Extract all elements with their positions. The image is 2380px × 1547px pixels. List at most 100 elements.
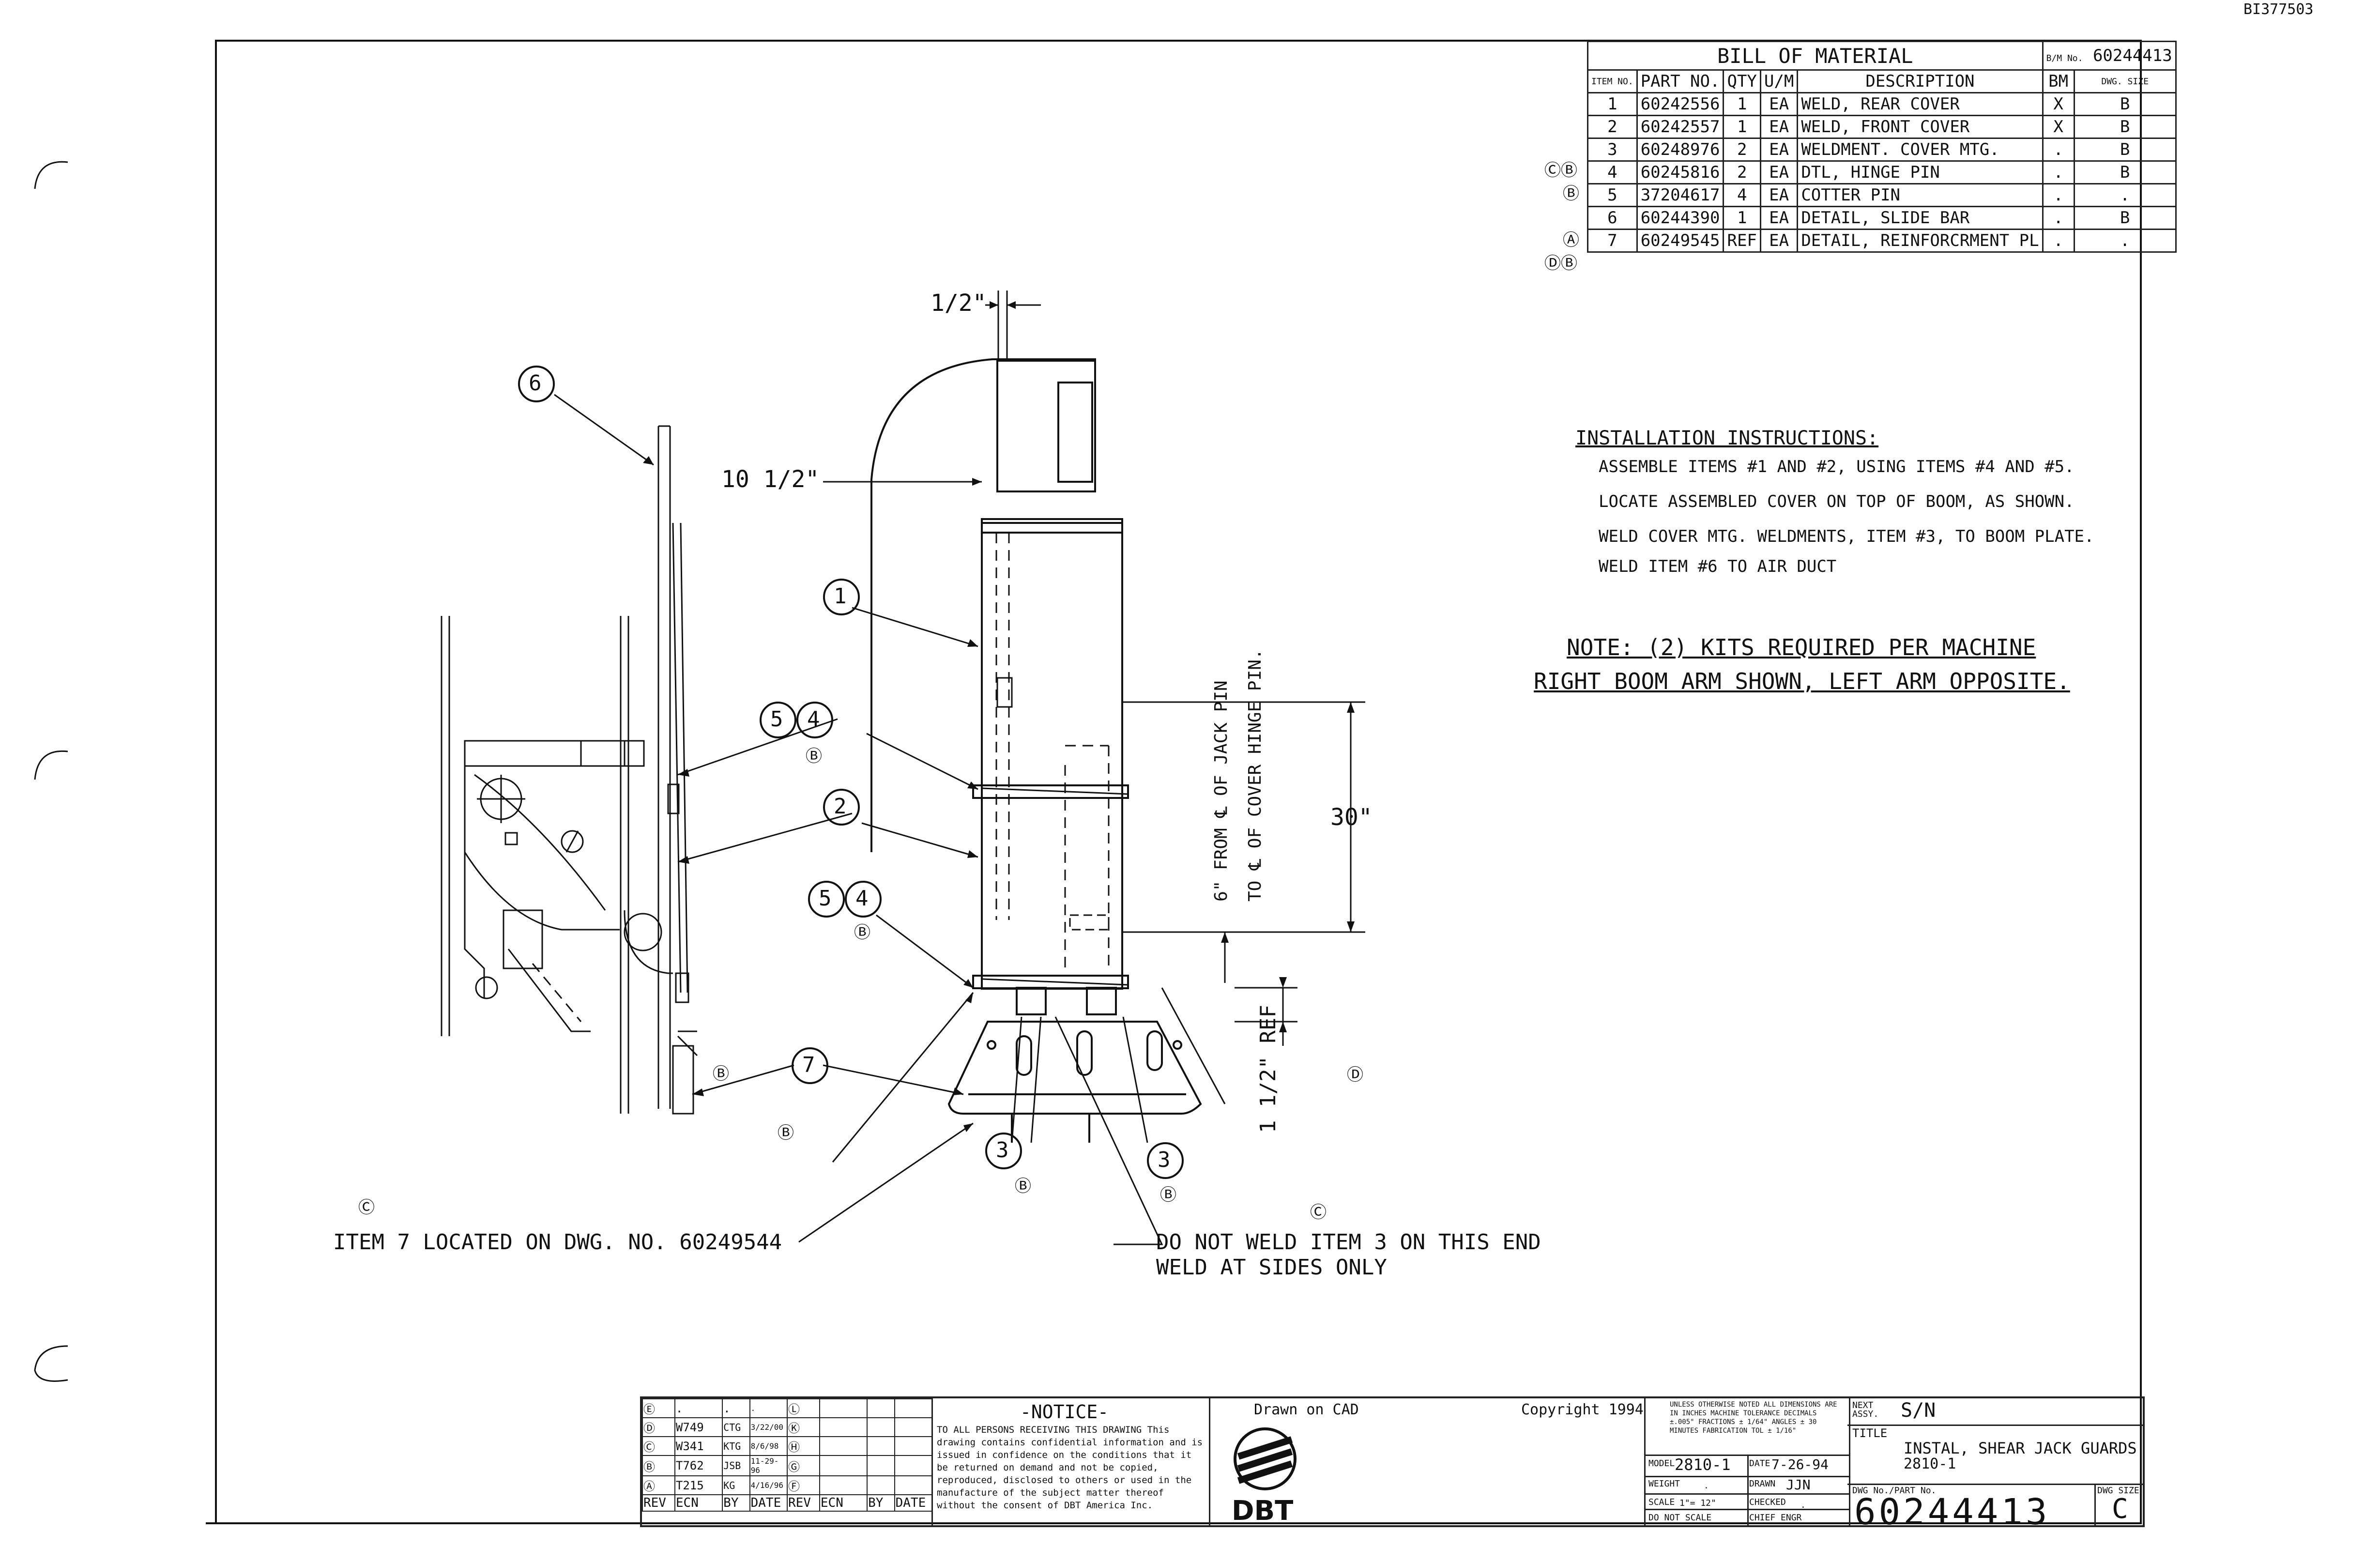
- rev-cell: 4/16/96: [749, 1475, 788, 1495]
- title-line-1: INSTAL, SHEAR JACK GUARDS: [1904, 1439, 2137, 1457]
- copyright: Copyright 1994: [1521, 1401, 1644, 1418]
- rev-cell: Ⓒ: [642, 1436, 675, 1456]
- rev-cell: W749: [674, 1417, 723, 1437]
- callout-item7: ITEM 7 LOCATED ON DWG. NO. 60249544: [333, 1230, 782, 1255]
- rev-mark-b: Ⓑ: [1015, 1177, 1031, 1196]
- bom-cell: DETAIL, SLIDE BAR: [1797, 206, 2044, 230]
- balloon-2: 2: [834, 794, 847, 819]
- balloon-3-right: 3: [1158, 1148, 1171, 1172]
- bom-cell: EA: [1759, 138, 1799, 162]
- rev-cell: T762: [674, 1455, 723, 1476]
- bom-cell: B: [2073, 206, 2177, 230]
- rev-header: BY: [722, 1494, 750, 1512]
- rev-header: ECN: [674, 1494, 723, 1512]
- dbt-logo-text: DBT: [1232, 1495, 1294, 1527]
- bom-cell: 60244390: [1636, 206, 1724, 230]
- dwg-no-label: DWG No./PART No.: [1852, 1486, 1937, 1496]
- bom-cell: 3: [1587, 138, 1638, 162]
- callout-weld-2: WELD AT SIDES ONLY: [1156, 1255, 1387, 1280]
- table-row: 5 37204617 4 EA COTTER PIN . .: [1587, 183, 2177, 207]
- bom-header-bm: BM: [2042, 69, 2075, 93]
- bom-cell: .: [2042, 229, 2075, 253]
- rev-cell: Ⓐ: [642, 1475, 675, 1495]
- rev-cell: Ⓛ: [786, 1398, 820, 1418]
- bom-cell: .: [2073, 183, 2177, 207]
- notice-box: -NOTICE- TO ALL PERSONS RECEIVING THIS D…: [931, 1398, 1210, 1525]
- dim-thirty: 30": [1330, 804, 1373, 831]
- bom-cell: 4: [1587, 160, 1638, 184]
- bom-header-part: PART NO.: [1636, 69, 1724, 93]
- rev-cell: Ⓓ: [642, 1417, 675, 1437]
- callout-weld-1: DO NOT WELD ITEM 3 ON THIS END: [1156, 1230, 1541, 1255]
- rev-header: REV: [786, 1494, 820, 1512]
- balloon-5-lower: 5: [819, 886, 832, 911]
- margin-mark-3: [34, 1345, 68, 1382]
- table-row: 2 60242557 1 EA WELD, FRONT COVER X B: [1587, 115, 2177, 139]
- bom-cell: X: [2042, 115, 2075, 139]
- rev-cell: Ⓑ: [642, 1455, 675, 1476]
- balloon-6: 6: [529, 371, 542, 396]
- dim-half-inch: 1/2": [931, 290, 987, 317]
- bom-cell: 60248976: [1636, 138, 1724, 162]
- title-line-2: 2810-1: [1904, 1455, 1956, 1472]
- vertical-label-2: TO ℄ OF COVER HINGE PIN.: [1245, 649, 1265, 902]
- rev-cell: .: [674, 1398, 723, 1418]
- rev-mark-c: Ⓒ: [1310, 1203, 1327, 1222]
- rev-cell: KG: [722, 1475, 750, 1495]
- bom-cell: 2: [1723, 138, 1761, 162]
- dwg-no-value: 60244413: [1854, 1491, 2050, 1533]
- margin-mark-2: [34, 750, 68, 780]
- bom-row-mark: ⒸⒷ: [1544, 161, 1577, 180]
- table-row: 4 60245816 2 EA DTL, HINGE PIN . B: [1587, 160, 2177, 184]
- instruction-line: WELD COVER MTG. WELDMENTS, ITEM #3, TO B…: [1599, 527, 2094, 546]
- rev-cell: Ⓖ: [786, 1455, 820, 1476]
- boom-arm: [441, 425, 698, 1115]
- bom-cell: 5: [1587, 183, 1638, 207]
- rev-header: REV: [642, 1494, 675, 1512]
- rev-cell: T215: [674, 1475, 723, 1495]
- bom-cell: EA: [1759, 183, 1799, 207]
- bom-cell: 7: [1587, 229, 1638, 253]
- balloon-7: 7: [802, 1053, 815, 1077]
- bom-cell: WELDMENT. COVER MTG.: [1797, 138, 2044, 162]
- table-row: 3 60248976 2 EA WELDMENT. COVER MTG. . B: [1587, 138, 2177, 162]
- scale-label: SCALE: [1648, 1497, 1675, 1507]
- rev-cell: 11-29-96: [749, 1455, 788, 1476]
- model-value: 2810-1: [1675, 1455, 1731, 1474]
- rev-mark-d: Ⓓ: [1347, 1065, 1363, 1085]
- rev-cell: CTG: [722, 1417, 750, 1437]
- balloon-4-lower: 4: [855, 886, 869, 911]
- bom-cell: EA: [1759, 160, 1799, 184]
- rev-mark-b: Ⓑ: [713, 1064, 729, 1084]
- corner-id: BI377503: [2243, 1, 2314, 18]
- drawn-on-cad: Drawn on CAD: [1254, 1401, 1359, 1418]
- dim-ten-half: 10 1/2": [721, 466, 820, 493]
- revision-table: Ⓔ . . . Ⓛ Ⓓ W749 CTG 3/22/00 Ⓚ Ⓒ W341 KT…: [642, 1398, 933, 1512]
- sheet-border: [215, 40, 2142, 1524]
- bom-cell: 60249545: [1636, 229, 1724, 253]
- rev-mark-c: Ⓒ: [358, 1198, 375, 1217]
- date-label: DATE: [1749, 1458, 1770, 1469]
- title-block: Ⓔ . . . Ⓛ Ⓓ W749 CTG 3/22/00 Ⓚ Ⓒ W341 KT…: [640, 1396, 2145, 1533]
- bom-cell: .: [2042, 160, 2075, 184]
- balloon-3-left: 3: [996, 1138, 1009, 1163]
- rev-header: BY: [867, 1494, 895, 1512]
- bom-cell: EA: [1759, 115, 1799, 139]
- balloon-4-upper: 4: [807, 707, 820, 732]
- bom-cell: .: [2042, 183, 2075, 207]
- rev-cell: Ⓗ: [786, 1436, 820, 1456]
- next-assy-value: S/N: [1901, 1399, 1936, 1422]
- bom-cell: EA: [1759, 206, 1799, 230]
- bom-header-qty: QTY: [1723, 69, 1761, 93]
- tolerance-text: UNLESS OTHERWISE NOTED ALL DIMENSIONS AR…: [1670, 1401, 1837, 1435]
- rev-header: DATE: [749, 1494, 788, 1512]
- table-row: Ⓐ T215 KG 4/16/96 Ⓕ: [642, 1475, 933, 1495]
- bom-cell: B: [2073, 138, 2177, 162]
- bom-cell: .: [2042, 138, 2075, 162]
- bom-cell: B: [2073, 92, 2177, 116]
- dwg-size-value: C: [2112, 1493, 2128, 1525]
- bom-cell: WELD, FRONT COVER: [1797, 115, 2044, 139]
- rev-header: DATE: [894, 1494, 933, 1512]
- dim-ref: 1 1/2" REF: [1256, 1005, 1281, 1133]
- bom-row-mark: Ⓐ: [1563, 230, 1579, 250]
